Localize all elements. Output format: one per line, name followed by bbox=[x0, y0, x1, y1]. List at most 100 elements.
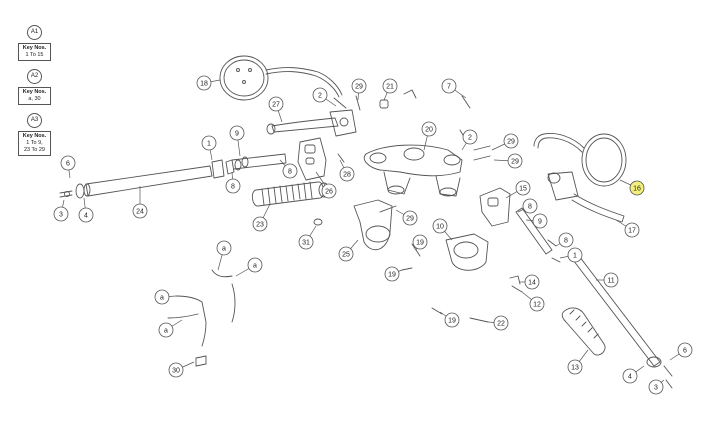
callout-label: 8 bbox=[528, 204, 532, 211]
callout-circle bbox=[158, 322, 174, 338]
callout-label: 6 bbox=[683, 348, 687, 355]
callout-label: 17 bbox=[628, 228, 636, 235]
callout-circle bbox=[441, 78, 457, 94]
callout-label: a bbox=[164, 328, 168, 335]
callout-circle bbox=[78, 207, 94, 223]
left-switch-housing bbox=[297, 137, 327, 181]
callout-circle bbox=[312, 87, 328, 103]
right-mirror bbox=[533, 133, 627, 187]
clutch-lever bbox=[266, 109, 357, 137]
callout-label: 27 bbox=[272, 102, 280, 109]
legend-box: Key Nos. 1 To 15 bbox=[18, 43, 51, 61]
callout-label: 25 bbox=[342, 252, 350, 259]
callout-circle bbox=[201, 135, 217, 151]
legend-id: A3 bbox=[27, 113, 42, 128]
callout-circle bbox=[558, 232, 574, 248]
callout-label: 8 bbox=[231, 184, 235, 191]
right-switch-housing bbox=[479, 187, 511, 227]
callout-circle bbox=[60, 155, 76, 171]
callout-label: 1 bbox=[573, 253, 577, 260]
callout-circle bbox=[444, 312, 460, 328]
callout-label: 9 bbox=[538, 219, 542, 226]
legend-line: 23 To 29 bbox=[23, 147, 45, 153]
callout-label: 6 bbox=[66, 161, 70, 168]
legend-group: A3 Key Nos. 1 To 9, 23 To 29 bbox=[18, 113, 51, 156]
callout-label: 10 bbox=[436, 224, 444, 231]
riser-clamp-right bbox=[445, 233, 489, 271]
callout-circle bbox=[412, 234, 428, 250]
legend-line: 1 To 15 bbox=[25, 52, 44, 58]
callout-circle bbox=[225, 178, 241, 194]
legend-id: A1 bbox=[27, 25, 42, 40]
callout-label: 29 bbox=[511, 159, 519, 166]
callout-label: 15 bbox=[519, 186, 527, 193]
callout-circle bbox=[421, 121, 437, 137]
callout-circle bbox=[252, 216, 268, 232]
callout-label: 29 bbox=[406, 216, 414, 223]
callout-circle bbox=[507, 153, 523, 169]
callout-label: 3 bbox=[654, 385, 658, 392]
callout-circle bbox=[515, 180, 531, 196]
callout-circle bbox=[622, 368, 638, 384]
callout-circle bbox=[567, 247, 583, 263]
callout-label: 30 bbox=[172, 368, 180, 375]
callout-label: 22 bbox=[497, 321, 505, 328]
callout-circle bbox=[351, 78, 367, 94]
callout-circle bbox=[216, 240, 232, 256]
left-mirror bbox=[219, 55, 343, 101]
callout-label: 29 bbox=[355, 84, 363, 91]
callout-label: 16 bbox=[633, 186, 641, 193]
right-grip bbox=[561, 307, 606, 356]
callout-circle bbox=[603, 272, 619, 288]
callout-circle bbox=[524, 274, 540, 290]
callout-label: 11 bbox=[607, 278, 614, 285]
callout-circle bbox=[402, 210, 418, 226]
callout-circle bbox=[154, 289, 170, 305]
legend-group: A2 Key Nos. a, 30 bbox=[18, 69, 51, 105]
callout-circle bbox=[247, 257, 263, 273]
callout-circle bbox=[268, 96, 284, 112]
callout-circle bbox=[338, 246, 354, 262]
callout-label: 2 bbox=[318, 93, 322, 100]
throttle-assembly bbox=[211, 153, 287, 179]
right-handlebar-tube bbox=[515, 207, 662, 368]
callout-label: 26 bbox=[325, 189, 333, 196]
callout-circle bbox=[462, 129, 478, 145]
callout-label: 20 bbox=[425, 127, 433, 134]
callout-label: 13 bbox=[571, 365, 579, 372]
legend-box: Key Nos. a, 30 bbox=[18, 87, 51, 105]
callout-label: a bbox=[253, 263, 257, 270]
callout-circle bbox=[132, 203, 148, 219]
callout-label: 2 bbox=[468, 135, 472, 142]
callout-label: 19 bbox=[448, 318, 456, 325]
callout-circle bbox=[567, 359, 583, 375]
callout-label: 28 bbox=[343, 172, 351, 179]
callout-circle bbox=[529, 296, 545, 312]
callout-label: 8 bbox=[288, 169, 292, 176]
left-handlebar-tube bbox=[59, 165, 213, 199]
callout-label: 14 bbox=[528, 280, 536, 287]
riser-clamp-left bbox=[353, 199, 393, 251]
clutch-cable-parts bbox=[167, 269, 236, 347]
callout-circle bbox=[382, 78, 398, 94]
fasteners bbox=[195, 89, 673, 389]
callout-circle bbox=[629, 180, 645, 196]
callout-circle bbox=[229, 125, 245, 141]
legend-group: A1 Key Nos. 1 To 15 bbox=[18, 25, 51, 61]
callout-circle bbox=[321, 183, 337, 199]
callout-label: 8 bbox=[564, 238, 568, 245]
callout-circle bbox=[168, 362, 184, 378]
callout-label: 21 bbox=[386, 84, 394, 91]
legend-title: Key Nos. bbox=[22, 89, 47, 95]
callout-label: 12 bbox=[533, 302, 541, 309]
callout-label: 24 bbox=[136, 209, 144, 216]
callout-label: 19 bbox=[416, 240, 424, 247]
callout-circle bbox=[282, 163, 298, 179]
legend-id: A2 bbox=[27, 69, 42, 84]
callout-circle bbox=[384, 266, 400, 282]
legend-line: 1 To 9, bbox=[26, 140, 43, 146]
callout-circle bbox=[432, 218, 448, 234]
callout-label: a bbox=[160, 295, 164, 302]
